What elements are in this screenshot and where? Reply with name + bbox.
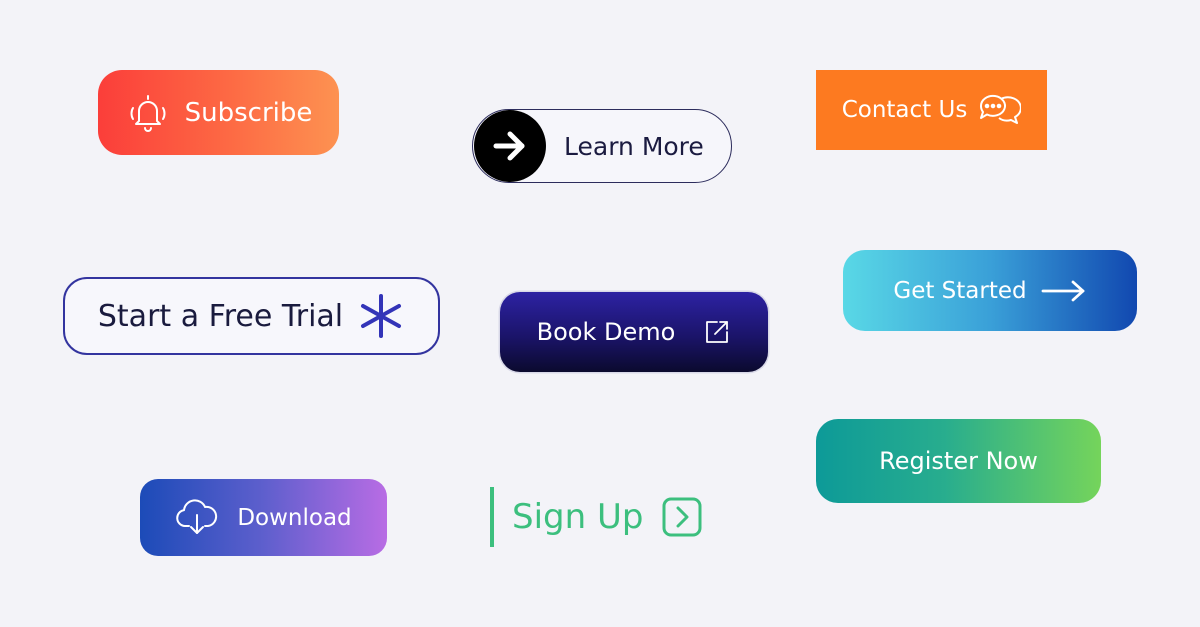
bell-icon <box>125 90 171 136</box>
sign-up-accent-bar <box>490 487 494 547</box>
subscribe-button[interactable]: Subscribe <box>98 70 339 155</box>
external-link-icon <box>703 318 731 346</box>
book-demo-label: Book Demo <box>536 318 676 346</box>
get-started-label: Get Started <box>893 277 1027 304</box>
learn-more-label: Learn More <box>564 131 704 161</box>
contact-us-label: Contact Us <box>841 97 968 123</box>
long-arrow-right-icon <box>1041 279 1087 303</box>
contact-us-button[interactable]: Contact Us <box>816 70 1047 150</box>
arrow-right-icon <box>474 110 546 182</box>
subscribe-label: Subscribe <box>184 97 313 128</box>
asterisk-icon <box>357 292 405 340</box>
get-started-button[interactable]: Get Started <box>843 250 1137 331</box>
sign-up-label: Sign Up <box>512 497 644 537</box>
download-button[interactable]: Download <box>140 479 387 556</box>
chevron-right-square-icon <box>661 496 703 538</box>
cloud-download-icon <box>175 498 219 538</box>
chat-bubbles-icon <box>977 90 1022 130</box>
register-now-button[interactable]: Register Now <box>816 419 1101 503</box>
register-now-label: Register Now <box>879 447 1038 475</box>
start-free-trial-label: Start a Free Trial <box>97 298 344 334</box>
book-demo-button[interactable]: Book Demo <box>500 292 768 372</box>
learn-more-button[interactable]: Learn More <box>472 109 732 183</box>
start-free-trial-button[interactable]: Start a Free Trial <box>63 277 440 355</box>
sign-up-button[interactable]: Sign Up <box>490 487 720 547</box>
download-label: Download <box>237 504 352 531</box>
